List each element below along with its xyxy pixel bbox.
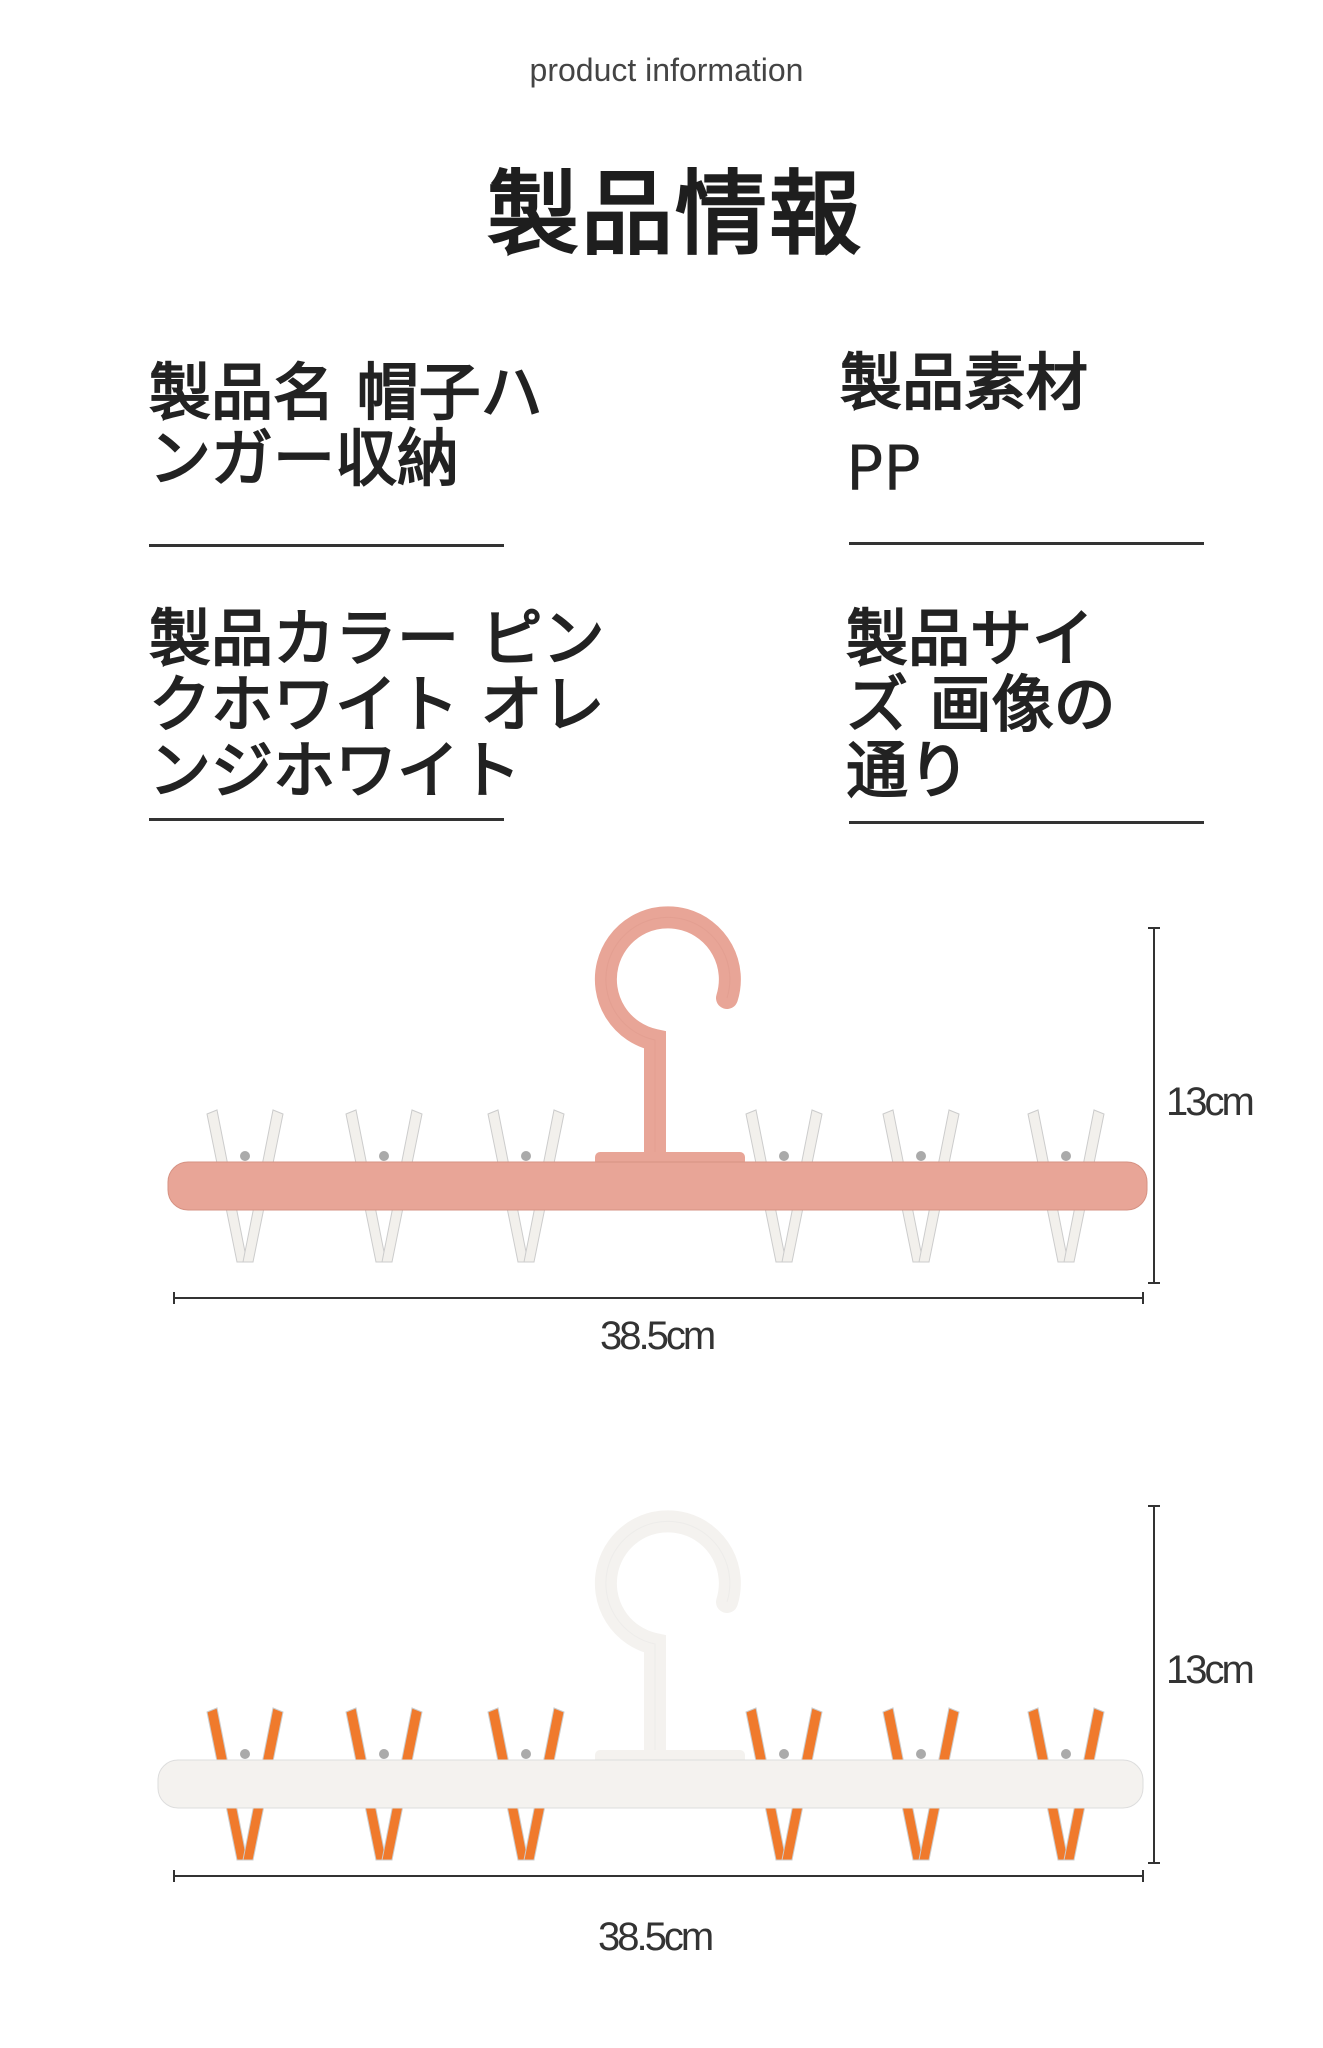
- width-label-1: 38.5cm: [600, 1314, 716, 1358]
- hanger-bar: [157, 1759, 1144, 1809]
- spec-material-label: 製品素材: [840, 346, 1089, 419]
- height-label-1: 13cm: [1166, 1080, 1255, 1124]
- clip-spring: [521, 1151, 531, 1161]
- hook: [594, 1510, 741, 1761]
- pink-hanger-image: [167, 906, 1160, 1304]
- divider: [849, 542, 1204, 545]
- spec-color: 製品カラー ピンクホワイト オレンジホワイト: [149, 602, 605, 807]
- spec-material-value: PP: [846, 432, 921, 505]
- hook: [594, 906, 741, 1163]
- divider: [149, 818, 504, 821]
- divider: [849, 821, 1204, 824]
- clip-spring: [916, 1151, 926, 1161]
- clip-spring: [1061, 1151, 1071, 1161]
- clip-spring: [379, 1151, 389, 1161]
- hook-outline: [605, 1520, 731, 1750]
- clip-spring: [916, 1749, 926, 1759]
- clip-spring: [779, 1749, 789, 1759]
- clip-spring: [521, 1749, 531, 1759]
- clip-spring: [379, 1749, 389, 1759]
- clip-spring: [779, 1151, 789, 1161]
- width-label-2: 38.5cm: [598, 1915, 714, 1959]
- clip-spring: [240, 1151, 250, 1161]
- hook-outline: [605, 916, 731, 1152]
- page-title: 製品情報: [486, 161, 863, 268]
- divider: [149, 544, 504, 547]
- white-hanger-image: [157, 1505, 1160, 1882]
- clip-spring: [240, 1749, 250, 1759]
- clip-spring: [1061, 1749, 1071, 1759]
- spec-size: 製品サイズ 画像の通り: [846, 602, 1116, 807]
- height-label-2: 13cm: [1166, 1648, 1255, 1692]
- hanger-bar: [167, 1161, 1148, 1211]
- spec-product-name: 製品名 帽子ハンガー収納: [149, 356, 543, 495]
- subtitle: product information: [529, 52, 804, 88]
